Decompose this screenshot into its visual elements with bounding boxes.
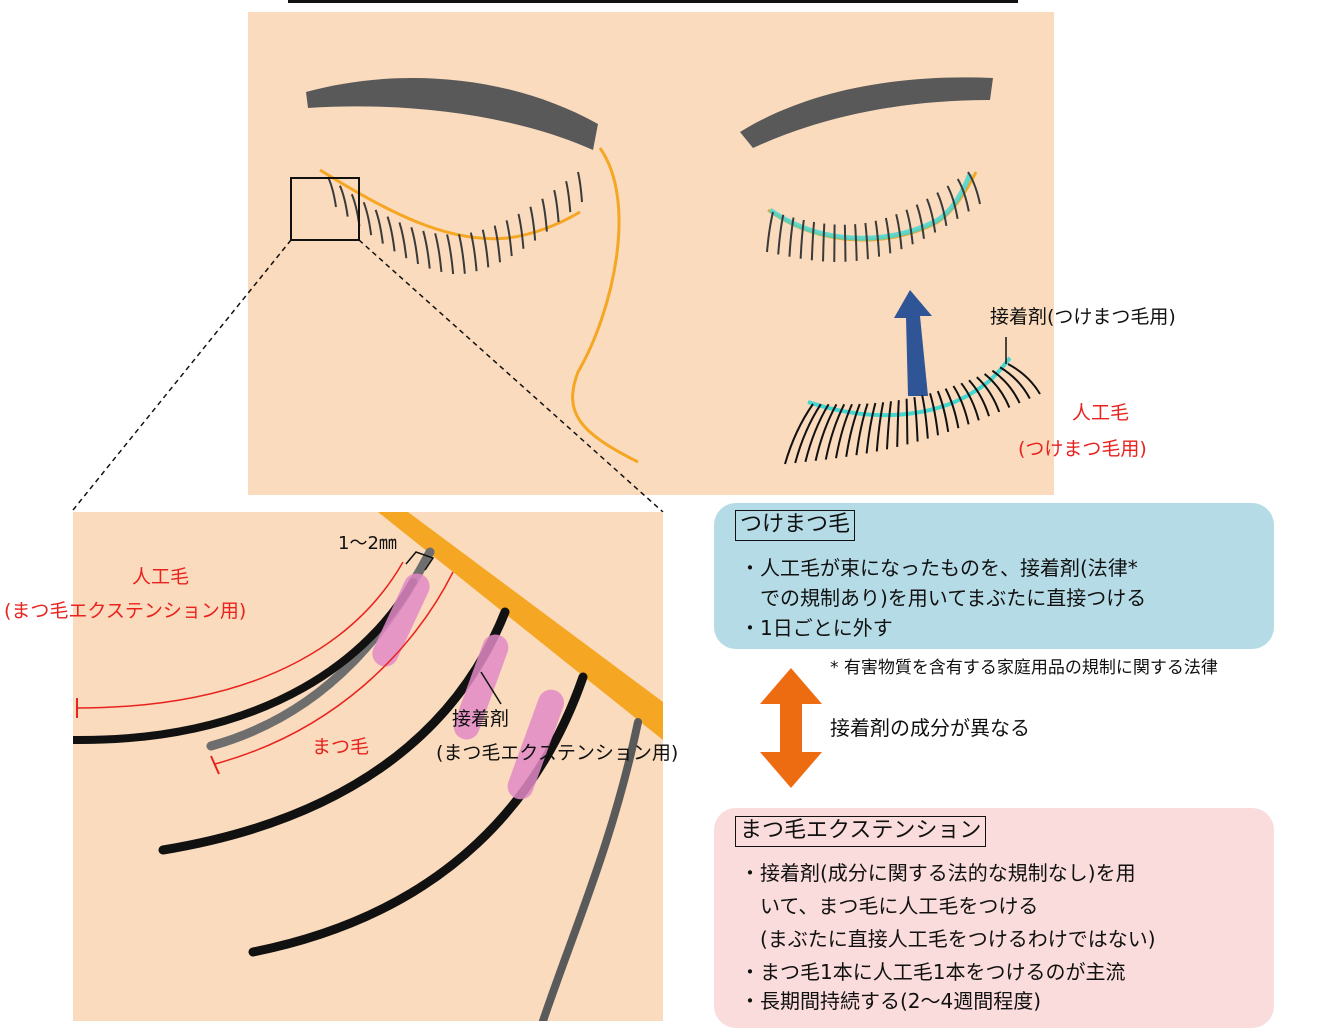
difference-label: 接着剤の成分が異なる bbox=[830, 716, 1030, 741]
false-lash-glue-label: 接着剤(つけまつ毛用) bbox=[990, 306, 1176, 330]
false-eyelash bbox=[907, 399, 908, 445]
false-lash-hair-label-sub: (つけまつ毛用) bbox=[1018, 438, 1147, 462]
face-illustration bbox=[248, 12, 1054, 495]
extension-line: いて、まつ毛に人工毛をつける bbox=[740, 893, 1038, 920]
false-lashes-box: つけまつ毛 ・人工毛が束になったものを、接着剤(法律* での規制あり)を用いてま… bbox=[714, 503, 1274, 649]
natural-lash-label: まつ毛 bbox=[312, 736, 369, 760]
extension-box: まつ毛エクステンション ・接着剤(成分に関する法的な規制なし)を用 いて、まつ毛… bbox=[714, 808, 1274, 1028]
false-lashes-title: つけまつ毛 bbox=[735, 510, 855, 541]
false-lashes-line: ・1日ごとに外す bbox=[740, 615, 893, 642]
extension-hair-label-sub: (まつ毛エクステンション用) bbox=[4, 600, 246, 624]
distance-label: 1〜2㎜ bbox=[338, 533, 397, 556]
extension-title: まつ毛エクステンション bbox=[735, 816, 986, 847]
extension-line: (まぶたに直接人工毛をつけるわけではない) bbox=[740, 926, 1156, 953]
eyelash bbox=[823, 224, 824, 262]
false-lash-hair-label: 人工毛 bbox=[1072, 402, 1129, 426]
extension-line: ・接着剤(成分に関する法的な規制なし)を用 bbox=[740, 860, 1136, 887]
eyelash bbox=[845, 225, 846, 262]
difference-arrow bbox=[760, 668, 822, 788]
extension-glue-label: 接着剤 bbox=[452, 708, 509, 732]
law-footnote: * 有害物質を含有する家庭用品の規制に関する法律 bbox=[830, 658, 1218, 679]
false-lashes-line: での規制あり)を用いてまぶたに直接つける bbox=[740, 585, 1146, 612]
extension-line: ・長期間持続する(2〜4週間程度) bbox=[740, 988, 1041, 1015]
extension-hair-label: 人工毛 bbox=[132, 566, 189, 590]
false-lashes-line: ・人工毛が束になったものを、接着剤(法律* bbox=[740, 555, 1138, 582]
header-rule bbox=[288, 0, 1018, 3]
extension-glue-label-sub: (まつ毛エクステンション用) bbox=[436, 742, 678, 766]
extension-line: ・まつ毛1本に人工毛1本をつけるのが主流 bbox=[740, 959, 1125, 986]
